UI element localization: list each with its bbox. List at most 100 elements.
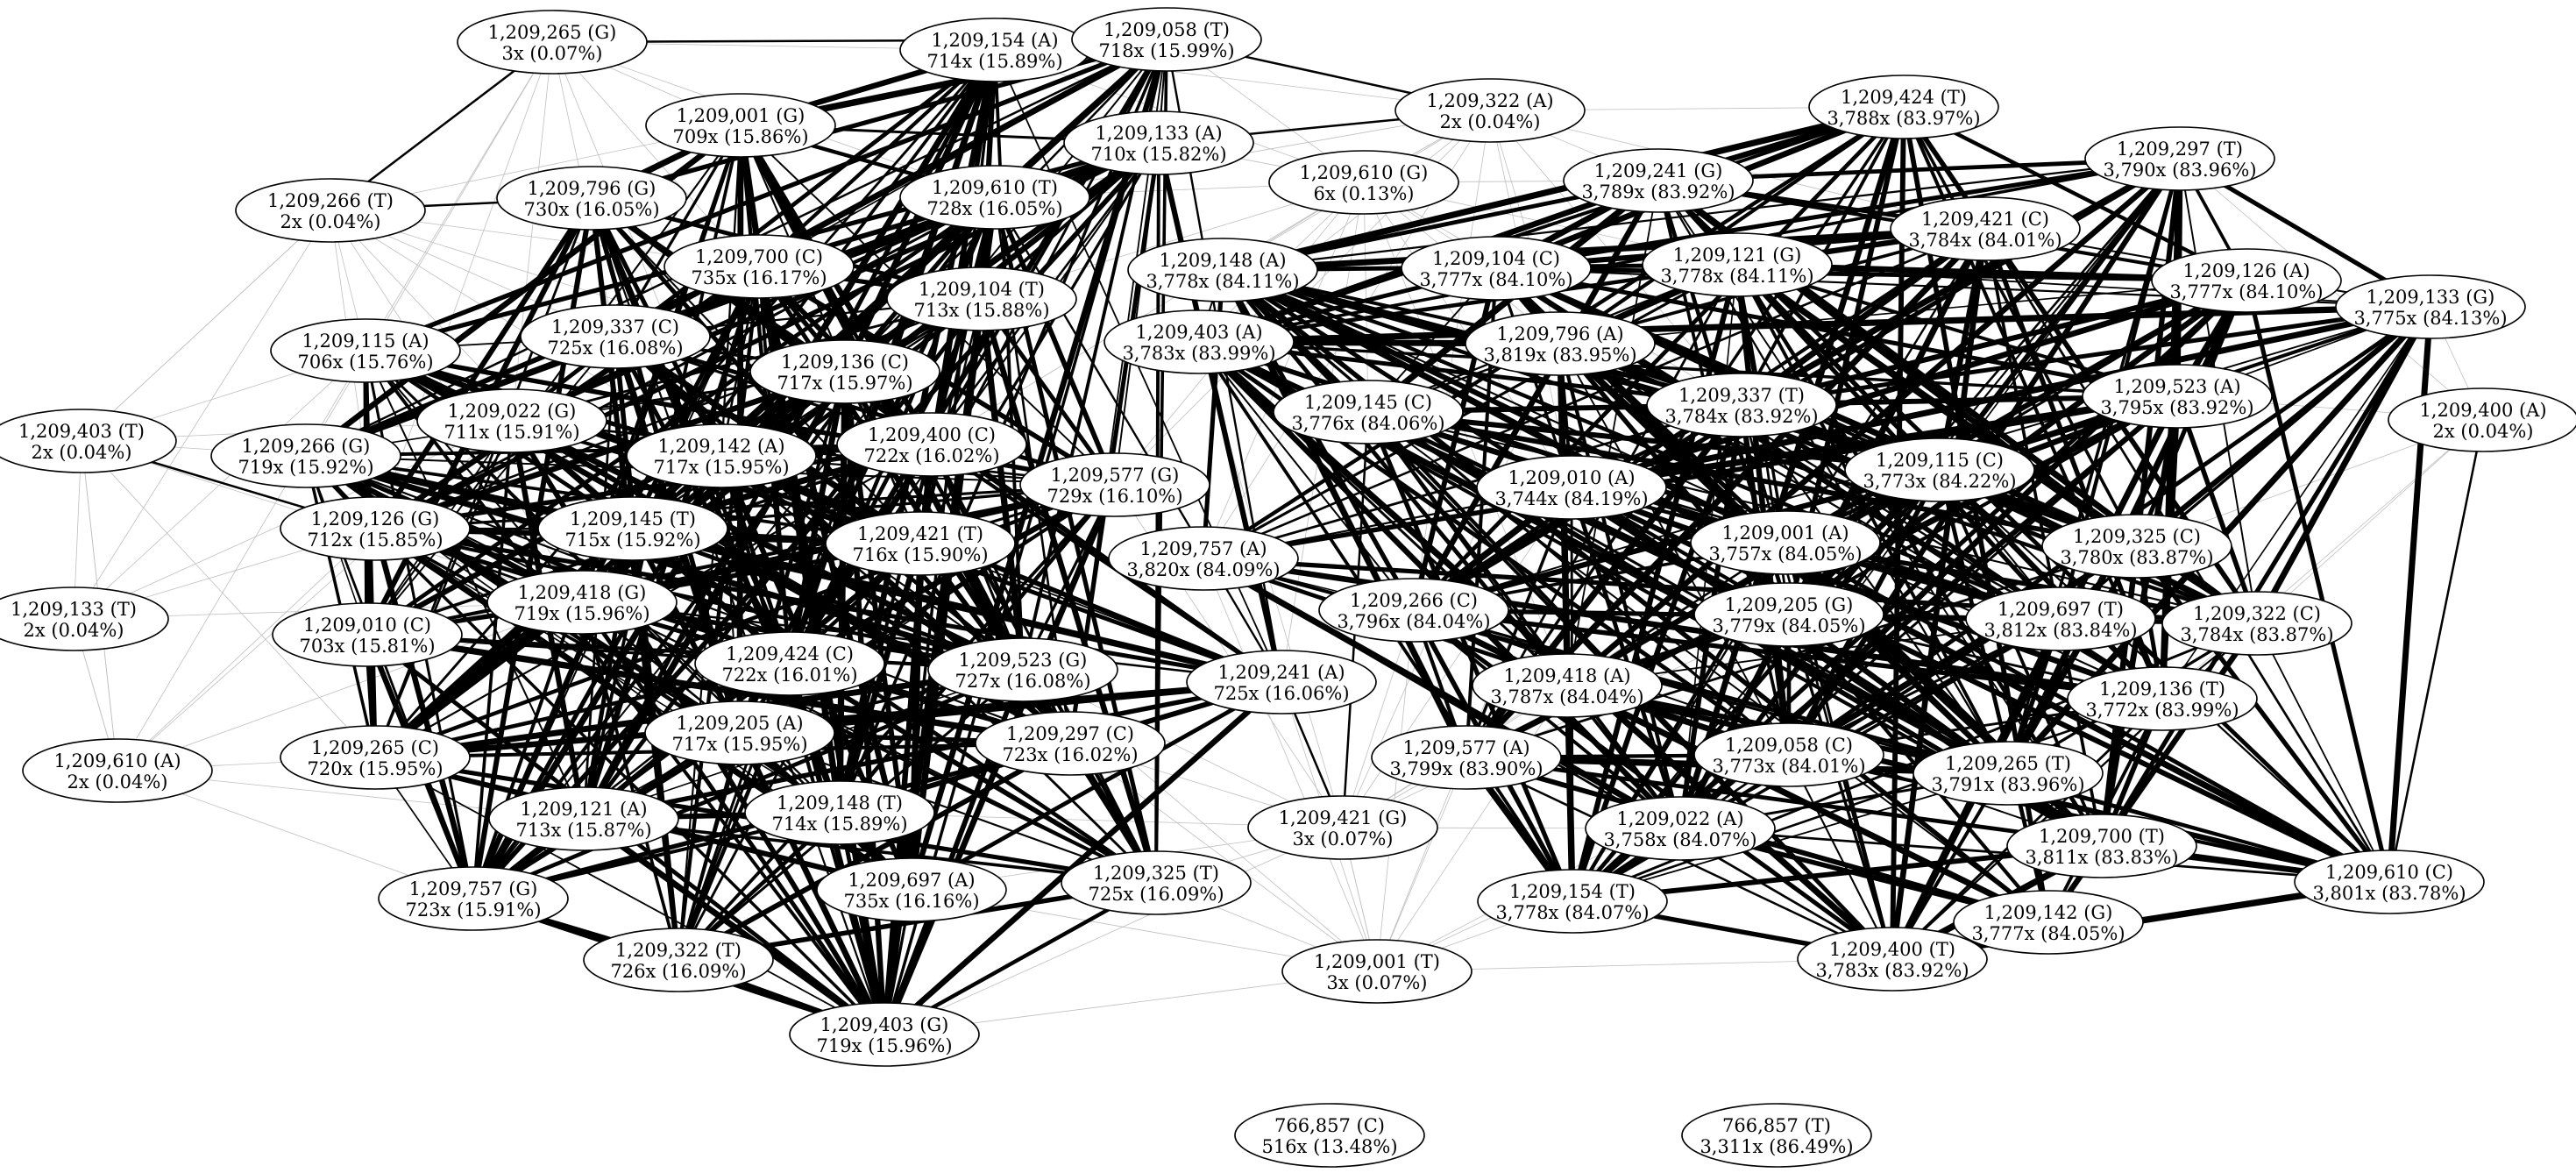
node-count: 3,787x (84.04%): [1490, 686, 1643, 707]
node-label: 1,209,133 (G): [2367, 287, 2495, 308]
graph-node: 1,209,400 (A)2x (0.04%): [2388, 387, 2576, 452]
linkage-edge: [1203, 403, 1742, 560]
weak-edge: [1376, 685, 1568, 972]
linkage-edge: [1198, 341, 1415, 611]
node-count: 715x (15.92%): [564, 530, 700, 551]
node-count: 3,783x (83.92%): [1815, 960, 1969, 981]
graph-node: 766,857 (C)516x (13.48%): [1234, 1103, 1425, 1168]
graph-node: 1,209,322 (A)2x (0.04%): [1394, 78, 1586, 143]
node-ellipse: [1465, 311, 1656, 376]
node-count: 725x (16.06%): [1213, 683, 1349, 704]
graph-node: 1,209,142 (G)3,777x (84.05%): [1953, 890, 2144, 955]
node-ellipse: [1234, 1103, 1425, 1168]
linkage-edge: [1740, 402, 2062, 622]
node-count: 3,775x (84.13%): [2353, 308, 2507, 329]
graph-node: 1,209,126 (A)3,777x (84.10%): [2151, 248, 2342, 313]
node-ellipse: [1281, 939, 1473, 1004]
node-ellipse: [1063, 110, 1254, 175]
node-label: 1,209,266 (T): [267, 190, 394, 211]
node-count: 735x (16.17%): [691, 267, 827, 288]
graph-node: 1,209,121 (A)713x (15.87%): [488, 786, 679, 851]
node-count: 725x (16.09%): [1088, 884, 1224, 905]
linkage-edge: [1787, 614, 1894, 960]
node-label: 1,209,421 (C): [1921, 209, 2049, 230]
node-label: 1,209,424 (T): [1841, 87, 1967, 108]
node-count: 3,801x (83.78%): [2312, 883, 2466, 904]
node-ellipse: [1563, 148, 1754, 213]
node-count: 713x (15.87%): [515, 820, 651, 841]
node-count: 3,783x (83.99%): [1122, 343, 1275, 364]
graph-node: 1,209,010 (C)703x (15.81%): [272, 602, 463, 667]
node-count: 735x (16.16%): [843, 891, 979, 912]
node-ellipse: [1472, 653, 1663, 718]
linkage-edge: [1558, 105, 1905, 345]
graph-node: 1,209,796 (A)3,819x (83.95%): [1465, 311, 1656, 376]
node-label: 766,857 (T): [1722, 1115, 1831, 1136]
node-ellipse: [0, 586, 169, 651]
node-ellipse: [626, 423, 817, 488]
linkage-edge: [739, 732, 1157, 884]
node-label: 1,209,757 (A): [1139, 538, 1267, 559]
graph-node: 1,209,058 (T)718x (15.99%): [1071, 7, 1262, 72]
node-ellipse: [744, 780, 935, 845]
linkage-edge: [930, 443, 1283, 684]
node-label: 1,209,400 (C): [868, 424, 996, 445]
node-count: 2x (0.04%): [24, 620, 124, 641]
node-count: 720x (15.95%): [307, 758, 443, 779]
node-label: 1,209,205 (G): [1725, 594, 1854, 615]
node-count: 3,773x (84.22%): [1863, 471, 2016, 492]
node-label: 1,209,322 (T): [615, 940, 742, 961]
linkage-edge: [2253, 305, 2434, 625]
graph-node: 1,209,266 (G)719x (15.92%): [210, 423, 401, 488]
linkage-edge: [1222, 225, 1986, 274]
node-label: 1,209,400 (A): [2419, 400, 2546, 421]
node-label: 1,209,265 (C): [311, 737, 439, 758]
graph-node: 1,209,297 (T)3,790x (83.96%): [2084, 126, 2275, 191]
node-count: 3,776x (84.06%): [1291, 413, 1444, 434]
graph-node: 1,209,133 (A)710x (15.82%): [1063, 110, 1254, 175]
node-ellipse: [1797, 927, 1988, 992]
node-label: 1,209,104 (C): [1432, 248, 1560, 269]
graph-node: 1,209,266 (T)2x (0.04%): [235, 178, 426, 243]
node-ellipse: [1646, 373, 1837, 437]
node-count: 722x (16.01%): [721, 665, 857, 686]
node-label: 1,209,424 (C): [726, 643, 854, 665]
node-ellipse: [378, 866, 569, 931]
graph-node: 1,209,154 (A)714x (15.89%): [899, 18, 1090, 82]
node-count: 723x (15.91%): [405, 899, 541, 921]
node-label: 1,209,266 (G): [242, 436, 371, 457]
node-ellipse: [2084, 126, 2275, 191]
node-count: 516x (13.48%): [1261, 1136, 1397, 1157]
node-label: 1,209,700 (C): [695, 246, 823, 267]
graph-node: 1,209,577 (A)3,799x (83.90%): [1371, 725, 1562, 790]
node-count: 3,779x (84.05%): [1712, 615, 1865, 636]
node-count: 3,311x (86.49%): [1700, 1136, 1853, 1157]
node-label: 1,209,121 (A): [520, 799, 647, 820]
graph-node: 1,209,610 (A)2x (0.04%): [22, 738, 213, 803]
node-label: 1,209,133 (T): [11, 599, 137, 620]
node-ellipse: [1401, 236, 1592, 301]
graph-node: 1,209,133 (G)3,775x (84.13%): [2335, 274, 2526, 339]
linkage-edge: [614, 334, 1116, 487]
linkage-edge: [2244, 280, 2392, 883]
graph-node: 1,209,136 (C)717x (15.97%): [749, 339, 940, 404]
node-count: 710x (15.82%): [1090, 144, 1226, 165]
linkage-edge: [366, 631, 1071, 747]
node-ellipse: [1681, 1103, 1872, 1168]
node-ellipse: [583, 928, 774, 992]
linkage-edge: [372, 528, 477, 899]
linkage-edge: [882, 679, 1284, 1037]
node-count: 713x (15.88%): [913, 300, 1049, 321]
graph-node: 1,209,796 (G)730x (16.05%): [496, 166, 687, 231]
node-ellipse: [1103, 309, 1295, 374]
linkage-edge: [373, 196, 594, 530]
linkage-edge: [2047, 698, 2164, 923]
node-label: 1,209,610 (A): [53, 750, 181, 771]
node-count: 3,744x (84.19%): [1494, 488, 1648, 509]
node-label: 1,209,577 (A): [1402, 737, 1529, 758]
node-label: 1,209,403 (T): [18, 421, 145, 442]
node-count: 703x (15.81%): [299, 636, 435, 657]
graph-node: 1,209,337 (C)725x (16.08%): [520, 304, 711, 369]
weak-edge: [884, 827, 1344, 1035]
node-ellipse: [235, 178, 426, 243]
